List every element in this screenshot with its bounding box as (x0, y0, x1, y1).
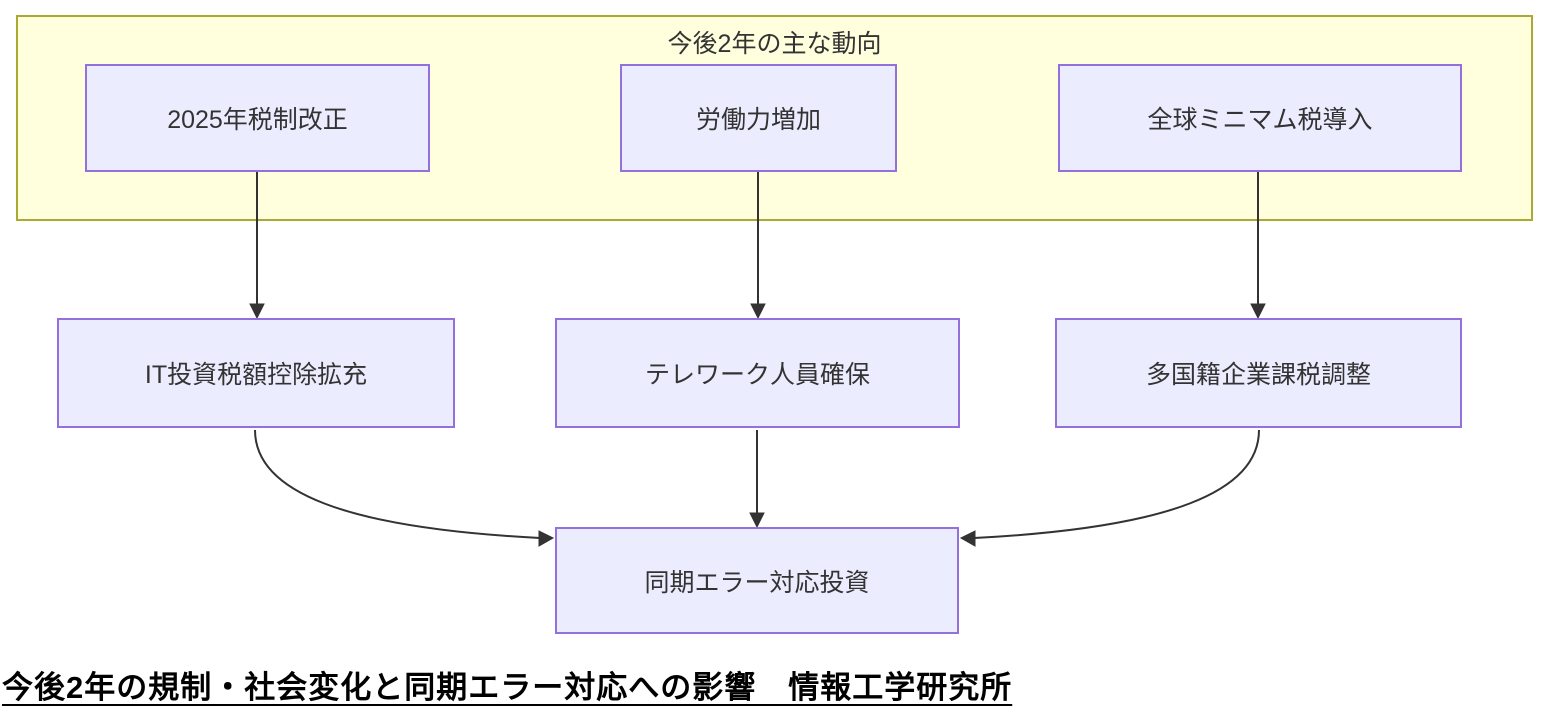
arrowhead-icon (750, 303, 766, 320)
node-sync-error-investment: 同期エラー対応投資 (555, 527, 959, 634)
arrowhead-icon (1250, 303, 1266, 320)
node-it-investment-tax-credit: IT投資税額控除拡充 (57, 318, 455, 428)
arrowhead-icon (249, 303, 265, 320)
node-label: テレワーク人員確保 (644, 361, 870, 389)
node-label: 多国籍企業課税調整 (1145, 361, 1371, 389)
node-telework-staffing: テレワーク人員確保 (555, 318, 960, 428)
arrowhead-icon (959, 530, 976, 547)
arrow-multinational-to-investment (973, 429, 1260, 539)
node-label: 全球ミニマム税導入 (1147, 106, 1373, 134)
node-global-minimum-tax: 全球ミニマム税導入 (1058, 64, 1462, 172)
node-label: 労働力増加 (695, 106, 821, 134)
node-label: 同期エラー対応投資 (644, 568, 870, 597)
diagram-caption: 今後2年の規制・社会変化と同期エラー対応への影響 情報工学研究所 (2, 670, 1013, 705)
arrowhead-icon (749, 512, 765, 529)
arrow-it-credit-to-investment (254, 429, 541, 539)
arrowhead-icon (538, 530, 555, 547)
node-label: IT投資税額控除拡充 (144, 361, 368, 389)
subgraph-title: 今後2年の主な動向 (667, 30, 882, 58)
node-label: 2025年税制改正 (167, 106, 348, 134)
node-labor-force-increase: 労働力増加 (620, 64, 897, 172)
node-2025-tax-reform: 2025年税制改正 (85, 64, 430, 172)
node-multinational-tax-adjustment: 多国籍企業課税調整 (1055, 318, 1462, 428)
